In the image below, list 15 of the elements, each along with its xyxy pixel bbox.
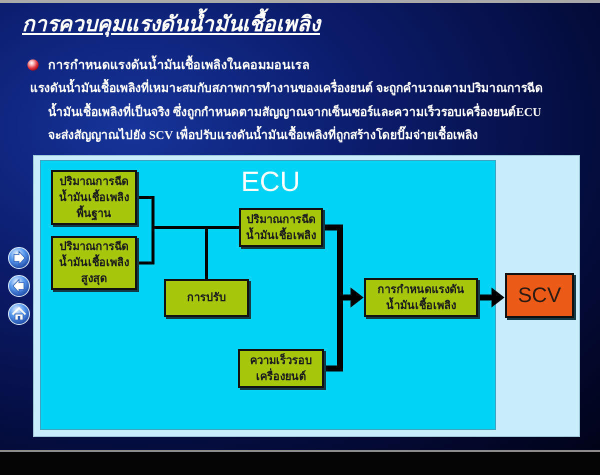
slide-title: การควบคุมแรงดันน้ำมันเชื้อเพลิง	[22, 9, 320, 39]
arrow	[478, 288, 504, 308]
process-box: ปริมาณการฉีดน้ำมันเชื้อเพลิง	[239, 208, 323, 247]
process-box: ปริมาณการฉีดน้ำมันเชื้อเพลิงพื้นฐาน	[51, 170, 137, 225]
box-heading: ECU	[241, 167, 300, 197]
bullet-text: การกำหนดแรงดันน้ำมันเชื้อเพลิงในคอมมอนเรล	[48, 56, 310, 74]
process-box: การกำหนดแรงดันน้ำมันเชื้อเพลิง	[364, 278, 478, 317]
process-box: ความเร็วรอบเครื่องยนต์	[238, 349, 324, 388]
arrow	[324, 288, 364, 372]
process-box: SCV	[505, 273, 574, 318]
process-box: การปรับ	[164, 279, 249, 317]
paragraph: แรงดันน้ำมันเชื้อเพลิงที่เหมาะสมกับสภาพการทำงานของเครื่องยนต์ จะถูกคำนวณตามปริมาณการฉีดน้ำมันเชื้อเพลิงที่เป็นจริง ซึ่งถูกกำหนดตามสัญญาณจากเซ็นเซอร์และความเร็วรอบเครื่องยนต์ECU จะส่งสัญญาณไปยัง SCV เพื่อปรับแรงดันน้ำมันเชื้อเพลิงที่ถูกสร้างโดยปั๊มจ่ายเชื้อเพลิง	[30, 77, 551, 148]
group-box	[40, 160, 496, 430]
process-box: ปริมาณการฉีดน้ำมันเชื้อเพลิงสูงสุด	[51, 236, 137, 290]
connector-line	[205, 226, 239, 279]
